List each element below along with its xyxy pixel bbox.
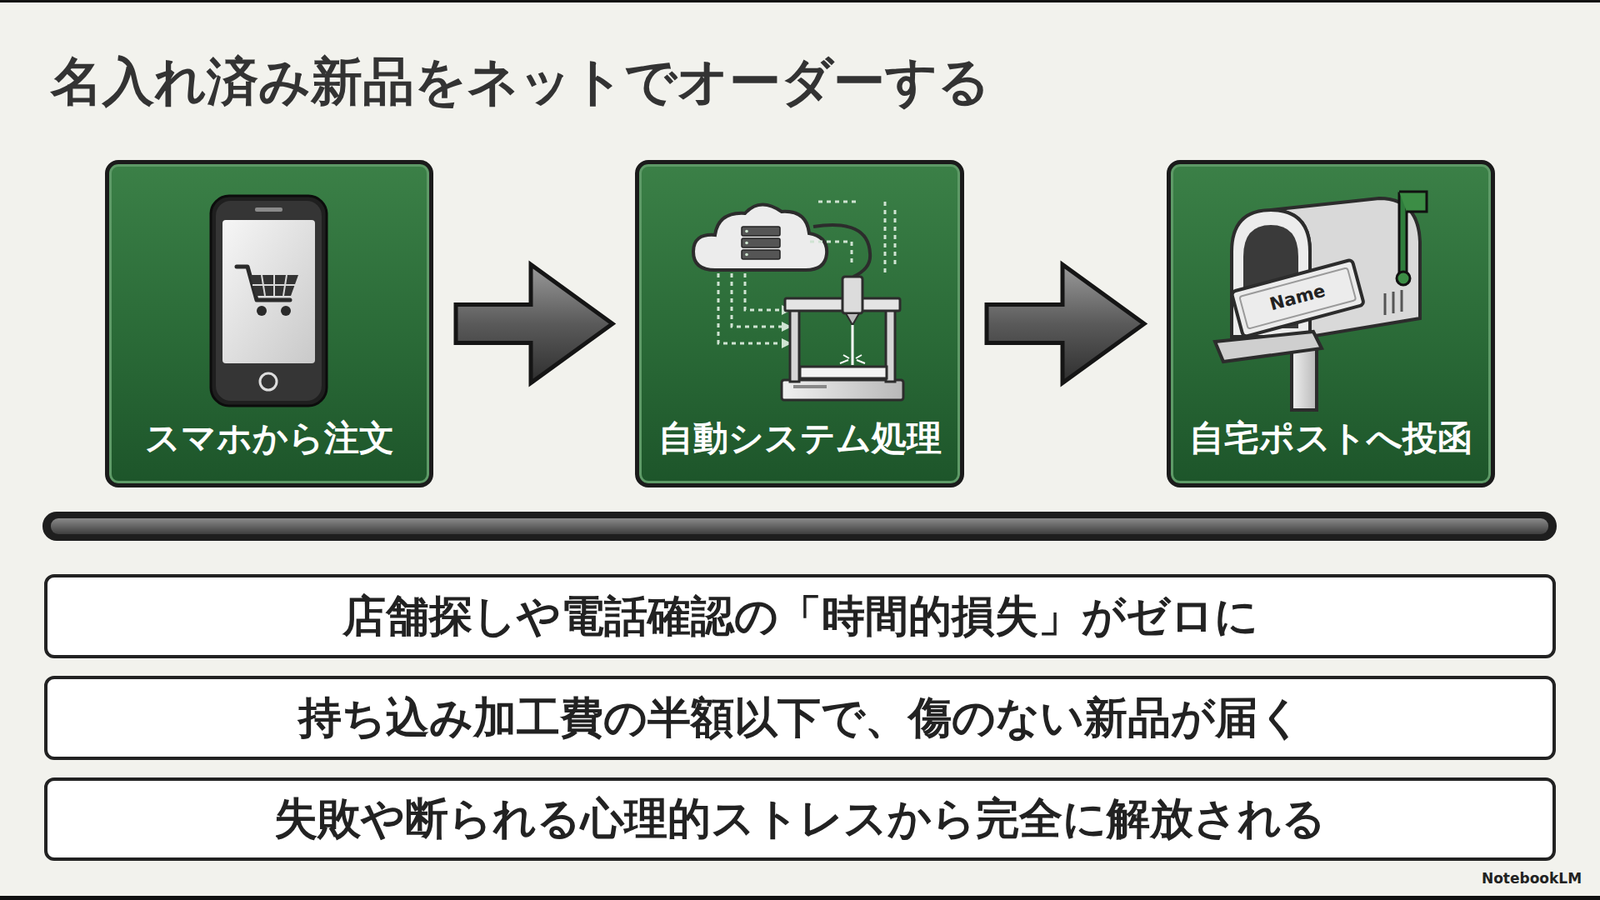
benefit-box: 持ち込み加工費の半額以下で、傷のない新品が届く [44, 675, 1556, 760]
flow-arrow [455, 265, 613, 384]
top-frame [0, 0, 1600, 3]
benefit-box: 失敗や断られる心理的ストレスから完全に解放される [44, 777, 1556, 861]
box-text: スマホから注文 [145, 415, 395, 462]
mailbox-icon [1215, 191, 1427, 410]
step-box: 自宅ポストへ投函 [1166, 160, 1495, 488]
step-box: 自動システム処理 [635, 160, 965, 488]
benefit-box: 店舗探しや電話確認の「時間的損失」がゼロに [44, 574, 1556, 659]
flow-arrow [986, 265, 1145, 384]
smartphone-icon [210, 195, 327, 406]
watermark: NotebookLM [1481, 870, 1582, 887]
box-text: 自宅ポストへ投函 [1189, 415, 1473, 462]
box-text: 店舗探しや電話確認の「時間的損失」がゼロに [342, 587, 1259, 646]
cloud-laser-icon [693, 201, 904, 400]
slide-title: 名入れ済み新品をネットでオーダーする [50, 46, 990, 117]
box-text: 失敗や断られる心理的ストレスから完全に解放される [274, 790, 1326, 849]
box-text: 持ち込み加工費の半額以下で、傷のない新品が届く [298, 689, 1303, 748]
bottom-frame [0, 895, 1600, 900]
box-text: 自動システム処理 [658, 415, 942, 462]
step-box: スマホから注文 [105, 160, 434, 488]
divider-bar [42, 511, 1557, 541]
